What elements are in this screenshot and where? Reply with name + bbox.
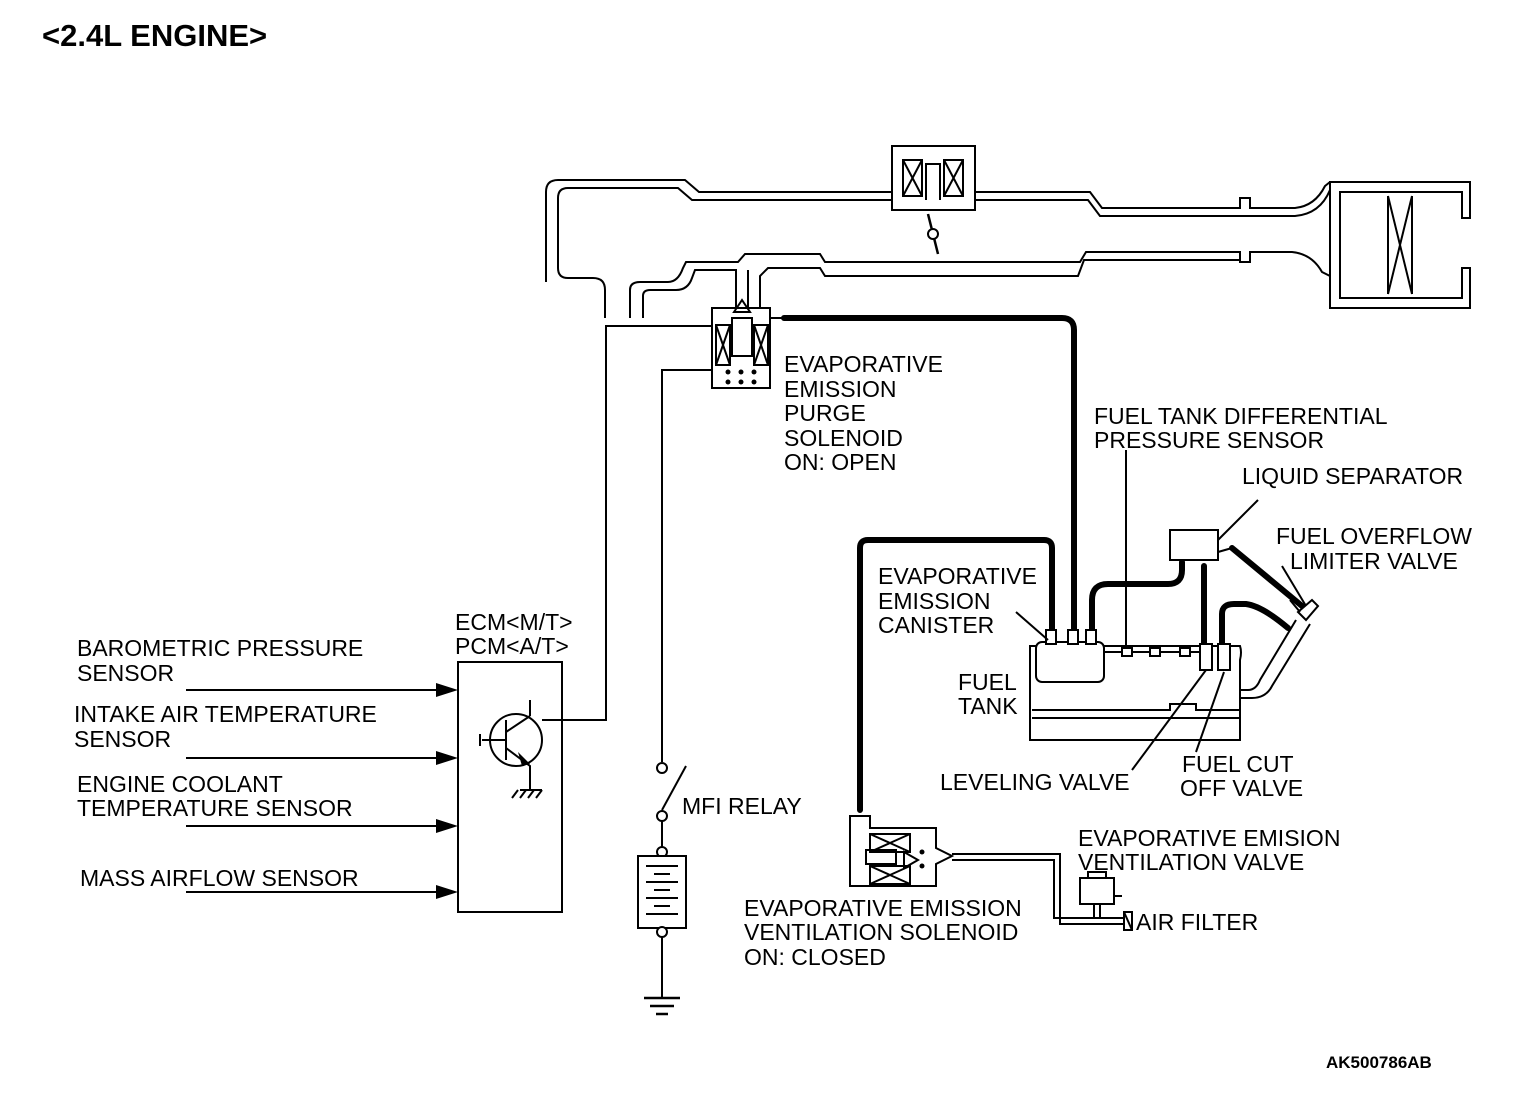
- fuel-cut-valves: [1199, 643, 1231, 671]
- vent-valve-label: EVAPORATIVE EMISION VENTILATION VALVE: [1078, 825, 1347, 875]
- leveling-valve-label: LEVELING VALVE: [940, 769, 1130, 795]
- canister-label: EVAPORATIVE EMISSION CANISTER: [878, 563, 1043, 638]
- overflow-valve-label: FUEL OVERFLOW LIMITER VALVE: [1276, 523, 1478, 574]
- vapor-line-sensors: [1104, 450, 1200, 657]
- battery: [637, 846, 687, 1016]
- ventilation-solenoid: [849, 815, 955, 887]
- leader-lines: [1015, 565, 1307, 771]
- liquid-separator: [1169, 499, 1259, 561]
- sensor-input-arrows: [186, 683, 458, 899]
- vent-to-filter-line: [952, 853, 1124, 925]
- maf-sensor-label: MASS AIRFLOW SENSOR: [80, 865, 359, 891]
- liquid-separator-label: LIQUID SEPARATOR: [1242, 463, 1463, 489]
- vent-solenoid-label: EVAPORATIVE EMISSION VENTILATION SOLENOI…: [744, 895, 1028, 970]
- fuel-overflow-limiter-valve: [1289, 598, 1320, 622]
- ecm-pcm-unit: [457, 661, 563, 913]
- separator-hose-1: [1089, 559, 1185, 635]
- fuel-tank: [1029, 619, 1311, 741]
- ecm-to-purge-wire: [542, 325, 712, 721]
- intake-manifold: [545, 145, 1471, 318]
- overflow-hose-2: [1229, 545, 1305, 609]
- mfi-relay-label: MFI RELAY: [682, 793, 802, 819]
- ftdp-sensor-label: FUEL TANK DIFFERENTIAL PRESSURE SENSOR: [1094, 403, 1393, 453]
- purge-hose: [781, 315, 1077, 635]
- figure-code: AK500786AB: [1326, 1053, 1432, 1072]
- purge-solenoid: [711, 298, 782, 389]
- ecm-pcm-label: ECM<M/T> PCM<A/T>: [455, 609, 579, 659]
- canister: [1035, 629, 1105, 683]
- fuel-tank-label: FUEL TANK: [958, 669, 1022, 719]
- baro-sensor-label: BAROMETRIC PRESSURE SENSOR: [77, 635, 370, 686]
- iat-sensor-label: INTAKE AIR TEMPERATURE SENSOR: [74, 701, 383, 752]
- mfi-relay: [656, 762, 687, 848]
- air-filter-label: AIR FILTER: [1136, 909, 1258, 935]
- overflow-hose: [1219, 601, 1291, 649]
- page-title: <2.4L ENGINE>: [42, 18, 267, 53]
- vent-hose: [857, 537, 1055, 813]
- relay-to-purge-wire: [661, 369, 712, 762]
- ect-sensor-label: ENGINE COOLANT TEMPERATURE SENSOR: [77, 771, 353, 821]
- purge-solenoid-label: EVAPORATIVE EMISSION PURGE SOLENOID ON: …: [784, 351, 949, 475]
- ventilation-valve: [1079, 871, 1122, 918]
- fuel-cut-valve-label: FUEL CUT OFF VALVE: [1180, 751, 1303, 801]
- air-filter: [1123, 911, 1133, 931]
